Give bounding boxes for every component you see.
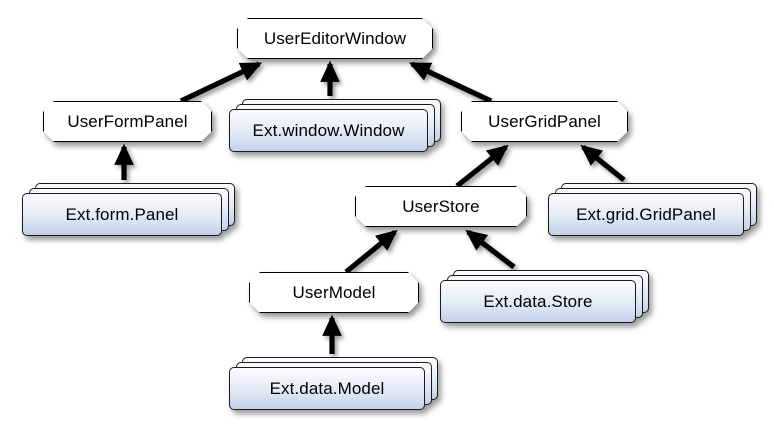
node-ext-form-panel[interactable]: Ext.form.Panel bbox=[22, 183, 235, 239]
node-usereditorwindow-label: UserEditorWindow bbox=[263, 28, 407, 48]
node-usermodel[interactable]: UserModel bbox=[249, 272, 419, 313]
stack-sheet-front bbox=[229, 109, 428, 152]
node-ext-data-model[interactable]: Ext.data.Model bbox=[229, 357, 438, 413]
node-userstore-label: UserStore bbox=[402, 196, 480, 216]
node-usergridpanel-label: UserGridPanel bbox=[488, 111, 601, 131]
edge-usergridpanel-usereditorwindow bbox=[408, 61, 493, 104]
node-usergridpanel-shape: UserGridPanel bbox=[461, 101, 628, 142]
node-ext-grid-gridpanel-label: Ext.grid.GridPanel bbox=[576, 204, 716, 224]
node-ext-data-store-label: Ext.data.Store bbox=[483, 291, 593, 311]
node-ext-grid-gridpanel[interactable]: Ext.grid.GridPanel bbox=[548, 183, 757, 239]
edge-extdatastore-userstore bbox=[465, 229, 516, 270]
node-ext-form-panel-label: Ext.form.Panel bbox=[65, 204, 179, 224]
node-ext-window-window[interactable]: Ext.window.Window bbox=[229, 99, 441, 155]
node-ext-data-model-label: Ext.data.Model bbox=[269, 378, 385, 398]
stack-sheet-front bbox=[548, 193, 744, 236]
node-usereditorwindow[interactable]: UserEditorWindow bbox=[237, 18, 433, 59]
edge-extgridgridpanel-usergridpanel bbox=[580, 144, 626, 183]
stack-sheet-front bbox=[22, 193, 222, 236]
node-userstore[interactable]: UserStore bbox=[355, 186, 527, 227]
node-usermodel-label: UserModel bbox=[292, 282, 376, 302]
node-ext-data-store[interactable]: Ext.data.Store bbox=[440, 270, 649, 326]
edge-usermodel-userstore bbox=[344, 229, 398, 275]
node-usermodel-shape: UserModel bbox=[249, 272, 419, 313]
edge-userstore-usergridpanel bbox=[455, 144, 509, 189]
stack-sheet-front bbox=[440, 280, 636, 323]
edge-userformpanel-usereditorwindow bbox=[179, 61, 263, 104]
node-usergridpanel[interactable]: UserGridPanel bbox=[461, 101, 628, 142]
node-userformpanel-label: UserFormPanel bbox=[67, 111, 188, 131]
node-userstore-shape: UserStore bbox=[355, 186, 527, 227]
node-userformpanel-shape: UserFormPanel bbox=[43, 101, 212, 142]
node-userformpanel[interactable]: UserFormPanel bbox=[43, 101, 212, 142]
stack-sheet-front bbox=[229, 367, 425, 410]
node-ext-window-window-label: Ext.window.Window bbox=[252, 120, 405, 140]
node-usereditorwindow-shape: UserEditorWindow bbox=[237, 18, 433, 59]
